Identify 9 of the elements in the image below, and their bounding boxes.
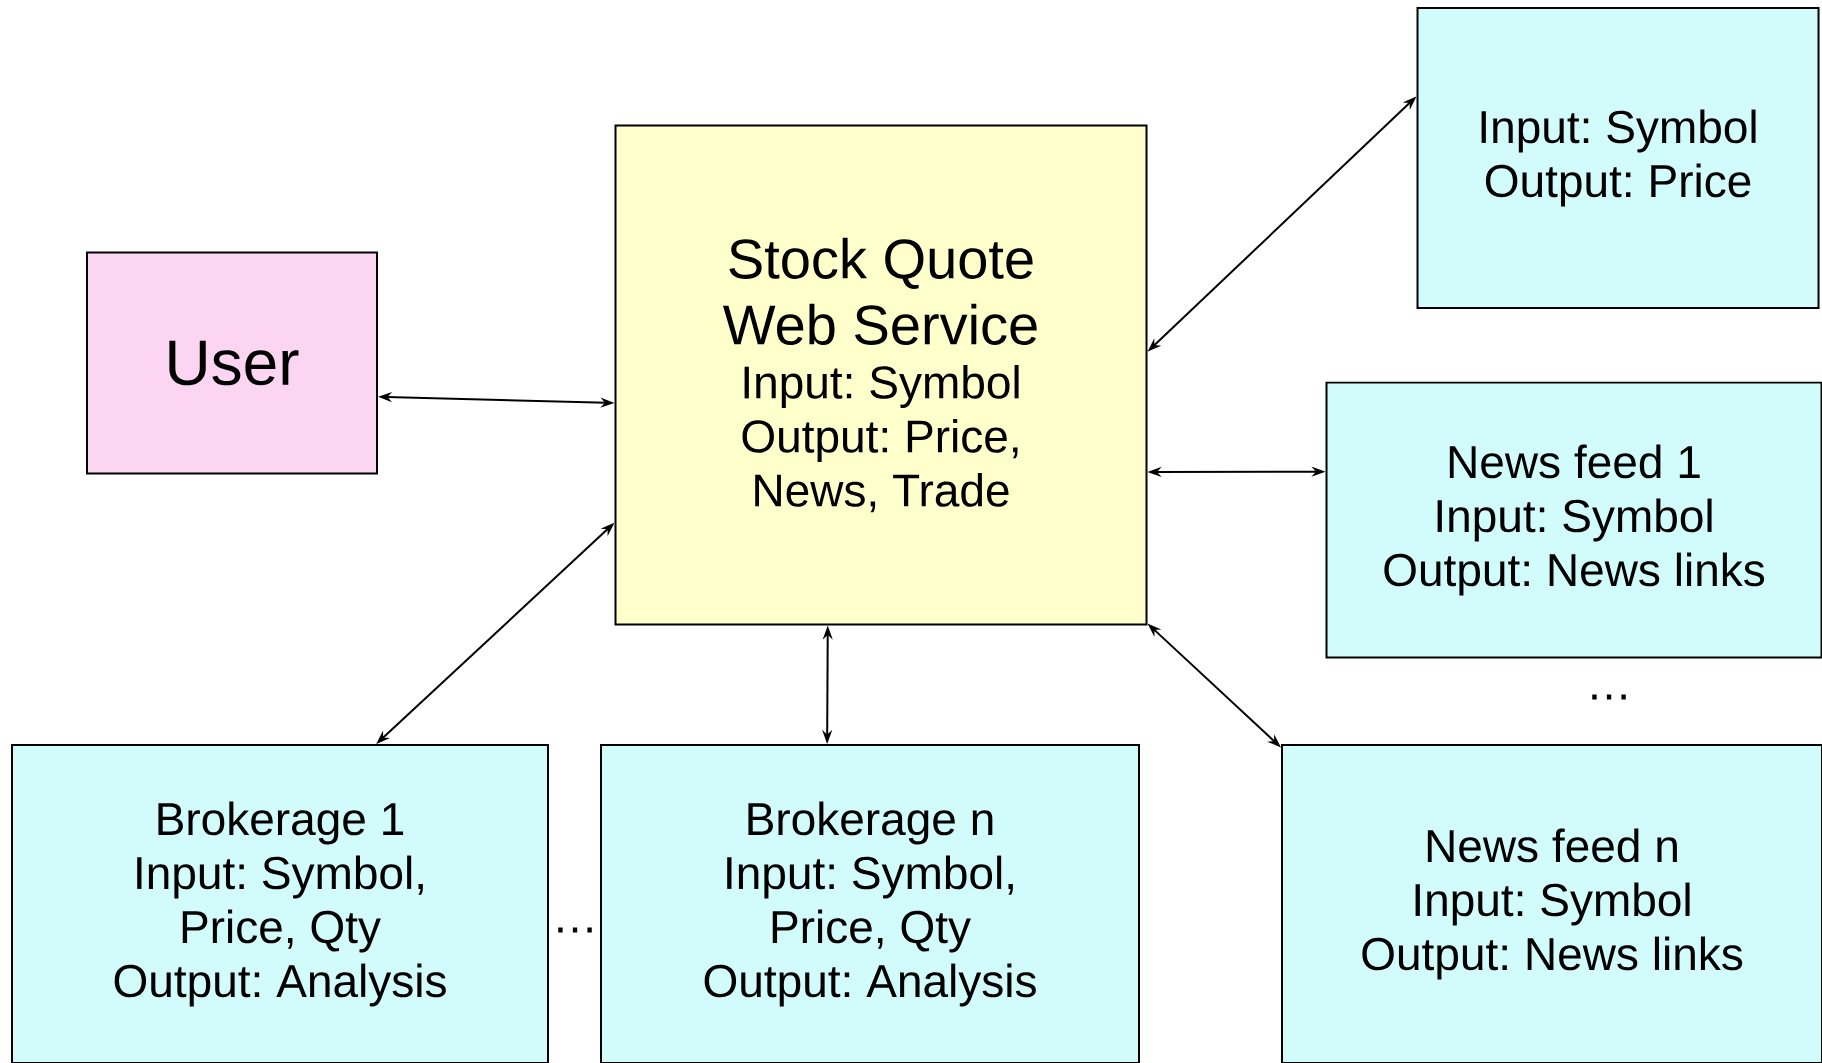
process-box: Brokerage 1 Input: Symbol, Price, Qty Output: Analysis [11, 744, 549, 1063]
process-box: Input: Symbol Output: Price [1416, 7, 1820, 309]
ellipsis: … [558, 927, 592, 933]
process-box: Stock Quote Web Service Input: Symbol Output: Price, News, Trade [614, 124, 1148, 626]
process-box: News feed 1 Input: Symbol Output: News links [1325, 381, 1822, 659]
process-box: News feed n Input: Symbol Output: News links [1281, 744, 1822, 1063]
process-box: Brokerage n Input: Symbol, Price, Qty Output: Analysis [600, 744, 1140, 1063]
ellipsis: … [1592, 694, 1626, 700]
process-box: User [86, 251, 378, 475]
